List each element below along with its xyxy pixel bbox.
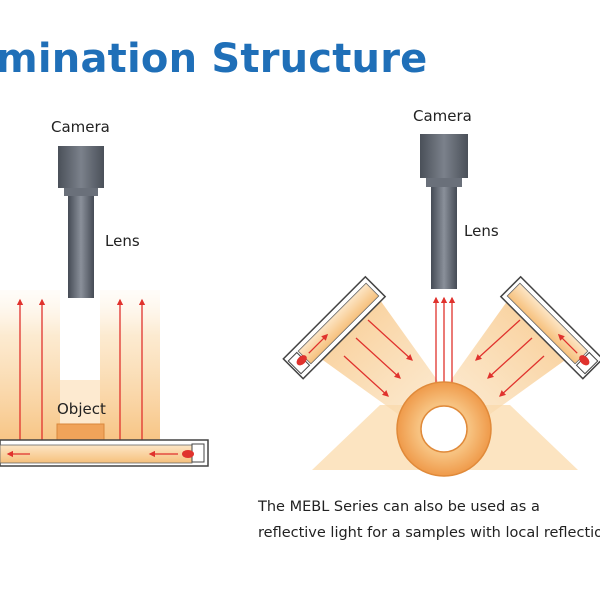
left-tilted-light-bar [282, 275, 387, 380]
right-beam-arrows [475, 319, 545, 397]
ring-hole [420, 405, 468, 453]
page-title: mination Structure [0, 36, 428, 82]
right-glow-column [100, 290, 160, 440]
right-tilted-led-icon [579, 355, 590, 366]
caption-line-1: The MEBL Series can also be used as a [258, 499, 540, 515]
right-tilted-light-bar [499, 275, 600, 380]
left-beam-arrows [343, 319, 413, 397]
left-tilted-led-icon [296, 355, 307, 366]
right-camera-mount [426, 178, 462, 187]
right-diagram: Camera Lens [282, 107, 600, 477]
caption-line-2: reflective light for a samples with loca… [258, 525, 600, 541]
left-lens [68, 196, 94, 298]
left-glow-column [0, 290, 60, 440]
left-camera-body [58, 146, 104, 188]
upward-light-arrows [16, 298, 146, 440]
reflected-light-arrows [432, 296, 456, 395]
left-camera-label: Camera [51, 118, 110, 136]
right-camera-label: Camera [413, 107, 472, 125]
right-lens-label: Lens [464, 222, 499, 240]
left-diagram: Camera Lens Object [0, 118, 209, 467]
left-camera-mount [64, 188, 98, 196]
object-label: Object [57, 400, 106, 418]
right-lens [431, 187, 457, 289]
right-camera-body [420, 134, 468, 178]
left-led-icon [182, 450, 194, 458]
left-lens-label: Lens [105, 232, 140, 250]
